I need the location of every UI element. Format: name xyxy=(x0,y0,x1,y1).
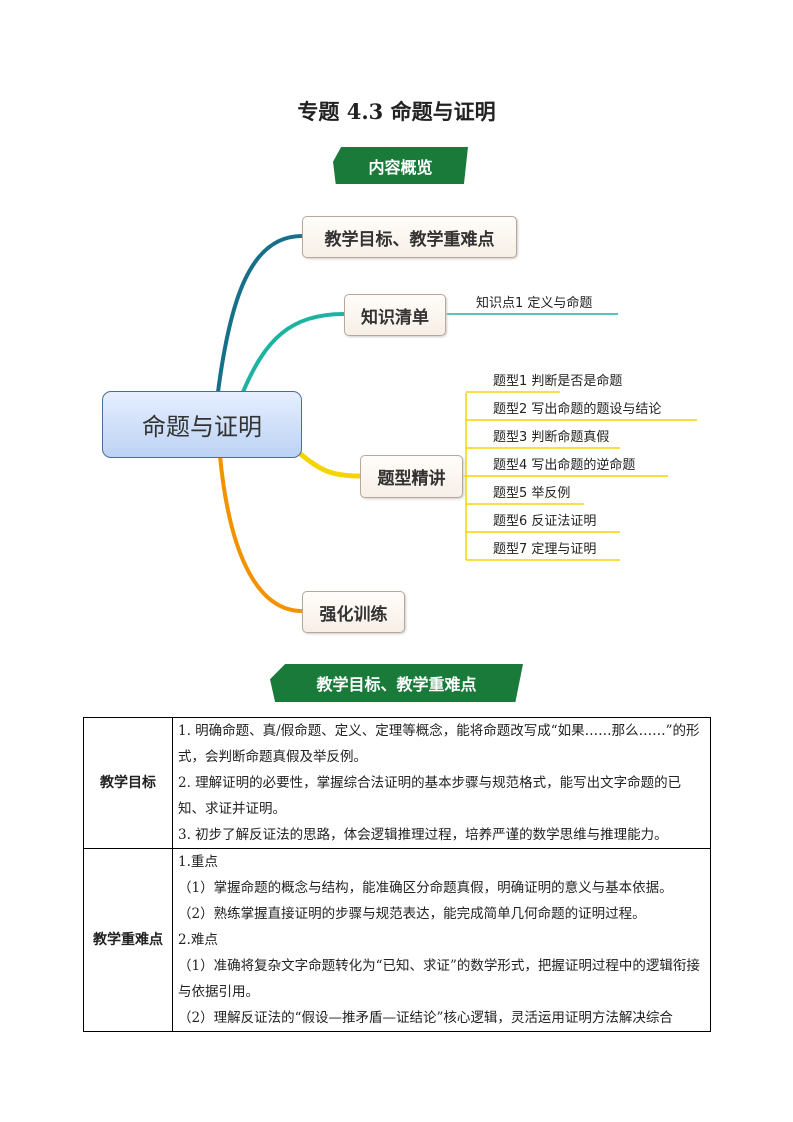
branch-line-knowledge xyxy=(241,312,345,393)
content-line: 3. 初步了解反证法的思路，体会逻辑推理过程，培养严谨的数学思维与推理能力。 xyxy=(178,827,668,843)
type-item: 题型6 反证法证明 xyxy=(493,514,597,529)
content-line: （2）熟练掌握直接证明的步骤与规范表达，能完成简单几何命题的证明过程。 xyxy=(178,906,646,922)
knowledge-item: 知识点1 定义与命题 xyxy=(476,296,593,311)
branch-types: 题型精讲 xyxy=(360,455,463,498)
goals-banner: 教学目标、教学重难点 xyxy=(270,664,523,702)
row-header: 教学重难点 xyxy=(83,848,173,1032)
type-item: 题型2 写出命题的题设与结论 xyxy=(493,402,662,417)
row-content: 1.重点 （1）掌握命题的概念与结构，能准确区分命题真假，明确证明的意义与基本依… xyxy=(172,848,711,1032)
content-line: （1）掌握命题的概念与结构，能准确区分命题真假，明确证明的意义与基本依据。 xyxy=(178,880,673,896)
content-line: （2）理解反证法的“假设—推矛盾—证结论”核心逻辑，灵活运用证明方法解决综合 xyxy=(178,1010,673,1026)
content-line: （1）准确将复杂文字命题转化为“已知、求证”的数学形式，把握证明过程中的逻辑衔接… xyxy=(178,958,700,1000)
type-item: 题型5 举反例 xyxy=(493,486,571,501)
goals-table: 教学目标 1. 明确命题、真/假命题、定义、定理等概念，能将命题改写成“如果……… xyxy=(83,717,711,1032)
content-line: 2.难点 xyxy=(178,932,218,948)
table-row: 教学目标 1. 明确命题、真/假命题、定义、定理等概念，能将命题改写成“如果……… xyxy=(83,717,711,849)
type-item: 题型1 判断是否是命题 xyxy=(493,374,623,389)
content-line: 1. 明确命题、真/假命题、定义、定理等概念，能将命题改写成“如果……那么……”… xyxy=(178,723,700,765)
branch-line-training xyxy=(218,455,303,613)
row-header: 教学目标 xyxy=(83,717,173,849)
branch-training: 强化训练 xyxy=(302,591,405,633)
row-content: 1. 明确命题、真/假命题、定义、定理等概念，能将命题改写成“如果……那么……”… xyxy=(172,717,711,849)
mindmap-center-node: 命题与证明 xyxy=(102,391,302,458)
type-item: 题型7 定理与证明 xyxy=(493,542,597,557)
branch-knowledge: 知识清单 xyxy=(344,294,446,336)
type-item: 题型3 判断命题真假 xyxy=(493,430,610,445)
mindmap-connectors xyxy=(216,234,697,613)
content-line: 1.重点 xyxy=(178,854,218,870)
page-title: 专题 4.3 命题与证明 xyxy=(297,99,496,124)
overview-banner: 内容概览 xyxy=(333,147,468,184)
content-line: 2. 理解证明的必要性，掌握综合法证明的基本步骤与规范格式，能写出文字命题的已知… xyxy=(178,775,682,817)
branch-goals: 教学目标、教学重难点 xyxy=(302,216,517,258)
branch-line-types xyxy=(296,450,361,479)
types-underlines xyxy=(466,391,697,561)
table-row: 教学重难点 1.重点 （1）掌握命题的概念与结构，能准确区分命题真假，明确证明的… xyxy=(83,848,711,1032)
branch-line-goals xyxy=(216,234,303,393)
type-item: 题型4 写出命题的逆命题 xyxy=(493,458,636,473)
